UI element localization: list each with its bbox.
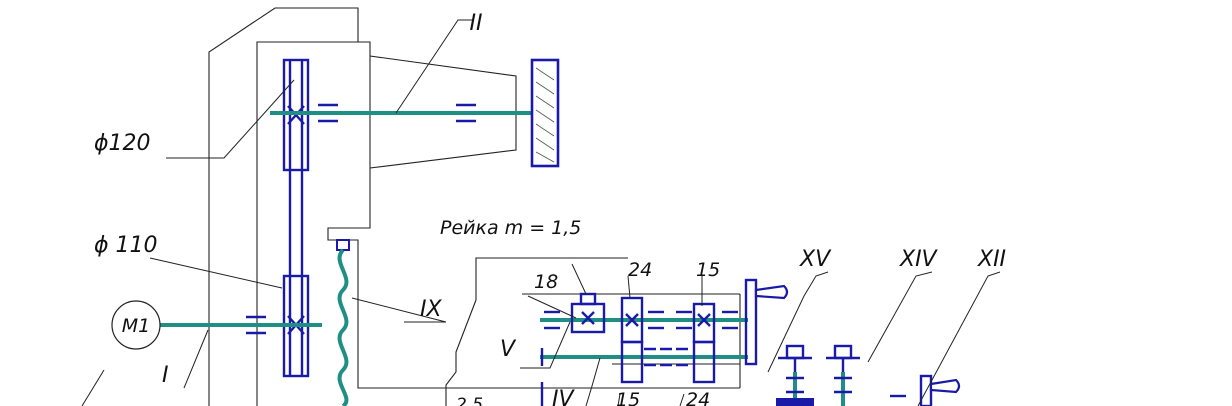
shaft-ii xyxy=(270,103,532,123)
shaft-xii-handle xyxy=(890,374,961,406)
gear-15 xyxy=(692,302,716,384)
motor-m1: M1 xyxy=(111,300,161,350)
label-gear-15-bottom: 15 xyxy=(616,389,640,406)
leader-lines xyxy=(81,19,1001,406)
label-gear-24-bottom: 24 xyxy=(686,389,710,406)
shaft-i xyxy=(160,315,322,335)
belt xyxy=(288,170,304,276)
label-partial-bottom: 2 5 xyxy=(456,395,483,406)
label-gear-18: 18 xyxy=(534,271,558,293)
housing-outline xyxy=(208,7,741,406)
grinding-wheel xyxy=(530,58,560,168)
label-rack: Рейка m = 1,5 xyxy=(440,217,581,239)
shaft-xv-knob xyxy=(776,344,814,406)
handwheel-v xyxy=(744,278,789,366)
shaft-ix xyxy=(336,239,350,406)
label-shaft-ix: IX xyxy=(420,297,442,322)
label-shaft-xiv: XIV xyxy=(899,247,939,272)
label-shaft-ii: II xyxy=(470,11,483,36)
label-diameter-120: ϕ120 xyxy=(94,131,151,156)
label-diameter-110: ϕ 110 xyxy=(94,233,158,258)
label-shaft-i: I xyxy=(162,363,169,388)
label-shaft-xv: XV xyxy=(799,247,832,272)
label-shaft-v: V xyxy=(500,337,517,362)
label-shaft-xii: XII xyxy=(977,247,1006,272)
label-gear-15-top: 15 xyxy=(696,259,720,281)
motor-label: M1 xyxy=(122,315,150,337)
label-shaft-iv: IV xyxy=(552,387,575,406)
gear-18 xyxy=(570,292,606,334)
shaft-xiv-knob xyxy=(826,344,860,406)
label-gear-24-top: 24 xyxy=(628,259,652,281)
gear-24 xyxy=(620,296,644,384)
